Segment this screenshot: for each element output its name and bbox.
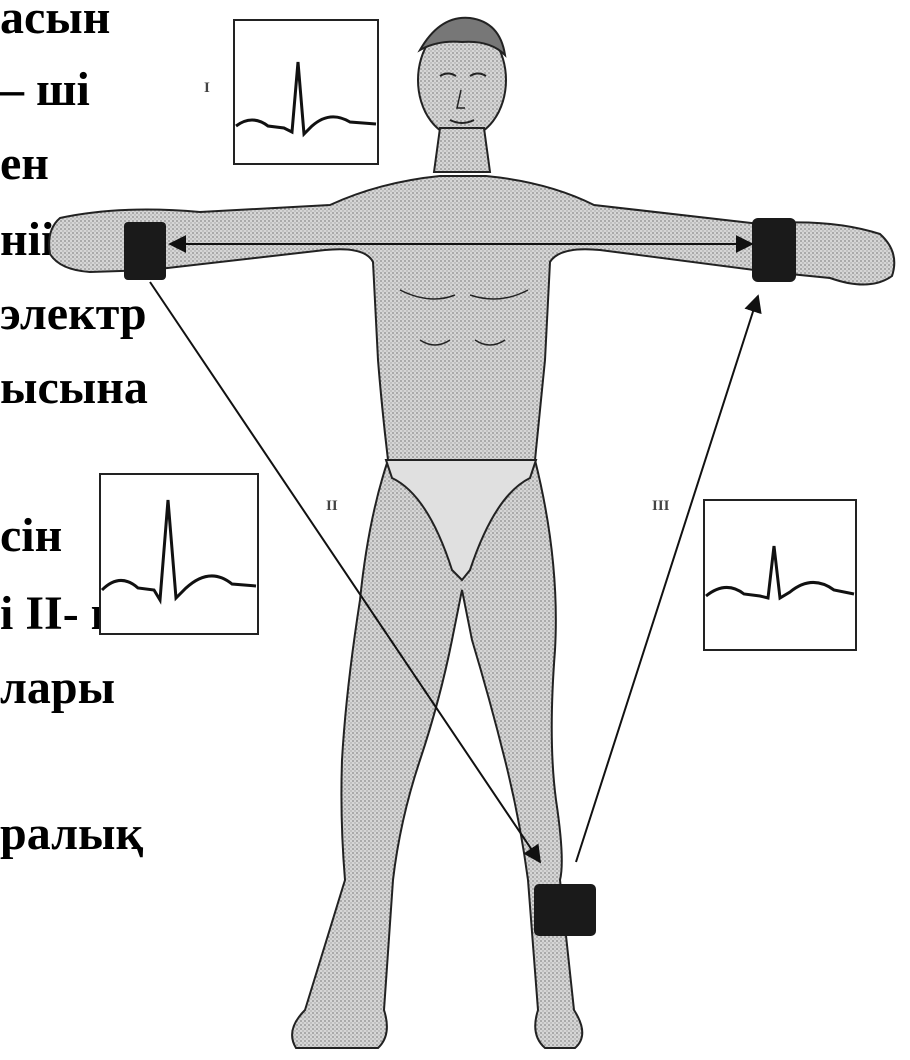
lead-1-label: I bbox=[204, 80, 210, 96]
ecg-panel-lead-1 bbox=[234, 20, 378, 164]
lead-3-label: III bbox=[652, 498, 670, 514]
right-arm-electrode bbox=[124, 222, 166, 280]
ecg-panel-lead-2 bbox=[100, 474, 258, 634]
ecg-panel-lead-3 bbox=[704, 500, 856, 650]
left-leg-electrode bbox=[534, 884, 596, 936]
lead-2-label: II bbox=[326, 498, 338, 514]
left-arm-electrode bbox=[752, 218, 796, 282]
